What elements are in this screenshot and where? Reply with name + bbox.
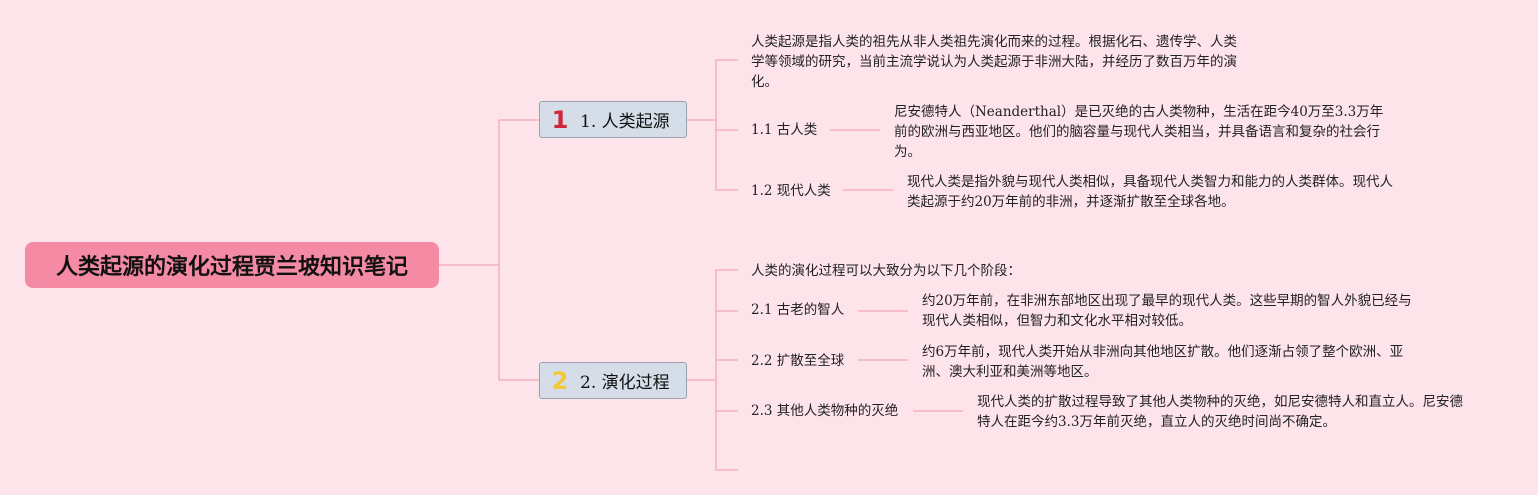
topic-label-ancient-humans[interactable]: 1.1 古人类 [751, 122, 818, 138]
topic-label-archaic-sapiens[interactable]: 2.1 古老的智人 [751, 302, 845, 318]
branch-label: 1. 人类起源 [580, 112, 670, 132]
branch1-intro-text: 人类起源是指人类的祖先从非人类祖先演化而来的过程。根据化石、遗传学、人类学等领域… [751, 34, 1237, 90]
topic-text-modern-humans: 现代人类是指外貌与现代人类相似，具备现代人类智力和能力的人类群体。现代人类起源于… [907, 174, 1393, 210]
topic-text-global-spread: 约6万年前，现代人类开始从非洲向其他地区扩散。他们逐渐占领了整个欧洲、亚洲、澳大… [922, 344, 1404, 380]
branch-node-origin[interactable]: 1 1. 人类起源 [539, 101, 687, 138]
topic-label-extinction[interactable]: 2.3 其他人类物种的灭绝 [751, 403, 899, 419]
topic-label-global-spread[interactable]: 2.2 扩散至全球 [751, 353, 845, 369]
topic-text-extinction: 现代人类的扩散过程导致了其他人类物种的灭绝，如尼安德特人和直立人。尼安德特人在距… [977, 394, 1463, 430]
topic-label-modern-humans[interactable]: 1.2 现代人类 [751, 183, 831, 199]
branch-number-badge: 1 [551, 105, 569, 134]
root-node[interactable]: 人类起源的演化过程贾兰坡知识笔记 [25, 242, 439, 288]
branch-label: 2. 演化过程 [580, 373, 670, 393]
root-title: 人类起源的演化过程贾兰坡知识笔记 [55, 255, 408, 280]
branch2-intro-text: 人类的演化过程可以大致分为以下几个阶段： [751, 263, 1021, 279]
branch-node-evolution[interactable]: 2 2. 演化过程 [539, 362, 687, 399]
topic-text-ancient-humans: 尼安德特人（Neanderthal）是已灭绝的古人类物种，生活在距今40万至3.… [894, 104, 1384, 160]
topic-text-archaic-sapiens: 约20万年前，在非洲东部地区出现了最早的现代人类。这些早期的智人外貌已经与现代人… [922, 293, 1412, 329]
branch-number-badge: 2 [551, 366, 569, 395]
